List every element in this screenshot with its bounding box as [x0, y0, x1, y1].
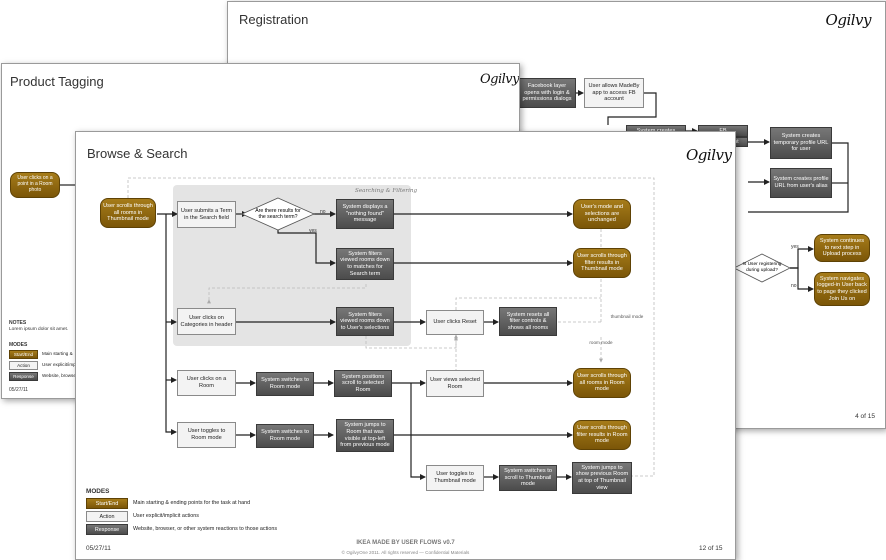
label-no: no	[320, 209, 326, 215]
tagging-connectors	[60, 184, 76, 186]
node-toggles-room: User toggles to Room mode	[177, 422, 236, 448]
node-facebook-layer: Facebook layer opens with login & permis…	[518, 78, 576, 108]
registration-connectors	[576, 90, 849, 292]
page-number: 4 of 15	[855, 413, 875, 420]
modes-heading: MODES	[86, 488, 110, 495]
node-user-allows: User allows MadeBy app to access FB acco…	[584, 78, 644, 108]
legend-start-desc: Main starting & ending points for the ta…	[133, 500, 251, 506]
decision-registering-upload: Is User registering during upload?	[742, 262, 782, 273]
node-start-scroll-thumbnail: User scrolls through all rooms in Thumbn…	[100, 198, 156, 228]
date: 05/27/11	[9, 387, 29, 393]
label-room-mode: room mode	[589, 340, 613, 345]
node-scroll-filter-thumbnail: User scrolls through filter results in T…	[573, 248, 631, 278]
node-profile-alias: System creates profile URL from user's a…	[770, 168, 832, 198]
node-clicks-reset: User clicks Reset	[426, 310, 484, 335]
node-temp-profile: System creates temporary profile URL for…	[770, 127, 832, 159]
legend-response: Response	[9, 372, 38, 381]
footer-title: IKEA MADE BY USER FLOWS v0.7	[356, 540, 455, 546]
node-mode-unchanged: User's mode and selections are unchanged	[573, 199, 631, 229]
node-filters-selections: System filters viewed rooms down to User…	[336, 307, 394, 336]
node-clicks-categories: User clicks on Categories in header	[177, 308, 236, 335]
node-resets-filters: System resets all filter controls & show…	[499, 307, 557, 336]
node-views-selected: User views selected Room	[426, 370, 484, 397]
node-jumps-previous: System jumps to show previous Room at to…	[572, 462, 632, 494]
notes-heading: NOTES	[9, 320, 27, 326]
label-no: no	[791, 283, 797, 289]
legend-response-desc: Website, browser,	[42, 373, 79, 378]
legend-response: Response	[86, 524, 128, 535]
node-scroll-filter-room: User scrolls through filter results in R…	[573, 420, 631, 450]
node-clicks-room: User clicks on a Room	[177, 370, 236, 396]
node-positions-scroll: System positions scroll to selected Room	[334, 370, 392, 397]
node-user-clicks-point: User clicks on a point in a Room photo	[10, 172, 60, 198]
node-filters-term: System filters viewed rooms down to matc…	[336, 248, 394, 280]
node-submit-term: User submits a Term in the Search field	[177, 201, 236, 228]
ogilvy-logo: Ogilvy	[686, 146, 732, 164]
sheet-title: Product Tagging	[10, 74, 104, 89]
label-thumbnail-mode: thumbnail mode	[610, 314, 644, 319]
notes-text: Lorem ipsum dolor sit amet.	[9, 327, 69, 332]
node-switch-thumbnail: System switches to scroll to Thumbnail m…	[499, 465, 557, 491]
group-label: Searching & Filtering	[355, 188, 418, 194]
sheet-title: Registration	[239, 12, 309, 27]
legend-action-desc: User explicit/impl	[42, 362, 77, 367]
legend-action-desc: User explicit/implicit actions	[133, 513, 199, 519]
node-nothing-found: System displays a "nothing found" messag…	[336, 199, 394, 229]
node-continue-upload: System continues to next step in Upload …	[814, 234, 870, 262]
legend-start-end: Start/End	[9, 350, 38, 359]
decision-results: Are there results for the search term?	[255, 207, 301, 220]
ogilvy-logo: Ogilvy	[825, 11, 872, 29]
legend-response-desc: Website, browser, or other system reacti…	[133, 526, 278, 532]
node-jumps-room: System jumps to Room that was visible at…	[336, 419, 394, 452]
node-scroll-all-room: User scrolls through all rooms in Room m…	[573, 368, 631, 398]
legend-start-end: Start/End	[86, 498, 128, 509]
legend-action: Action	[86, 511, 128, 522]
node-switch-room-2: System switches to Room mode	[256, 424, 314, 448]
ogilvy-logo: Ogilvy	[480, 72, 519, 87]
node-toggles-thumbnail: User toggles to Thumbnail mode	[426, 465, 484, 491]
node-switch-room-1: System switches to Room mode	[256, 372, 314, 396]
label-yes: yes	[309, 228, 317, 234]
page-number: 12 of 15	[699, 545, 723, 552]
legend-action: Action	[9, 361, 38, 370]
sheet-title: Browse & Search	[87, 146, 188, 161]
node-navigate-back: System navigates logged-in User back to …	[814, 272, 870, 306]
legend-start-desc: Main starting &	[42, 351, 73, 356]
modes-heading: MODES	[9, 342, 28, 348]
label-yes: yes	[791, 244, 799, 250]
browse-connectors	[126, 177, 655, 480]
browse-search-sheet: Browse & Search Ogilvy Searching & Filte…	[75, 131, 736, 560]
copyright: © OgilvyOne 2011. All rights reserved — …	[341, 550, 470, 555]
date: 05/27/11	[86, 545, 111, 552]
